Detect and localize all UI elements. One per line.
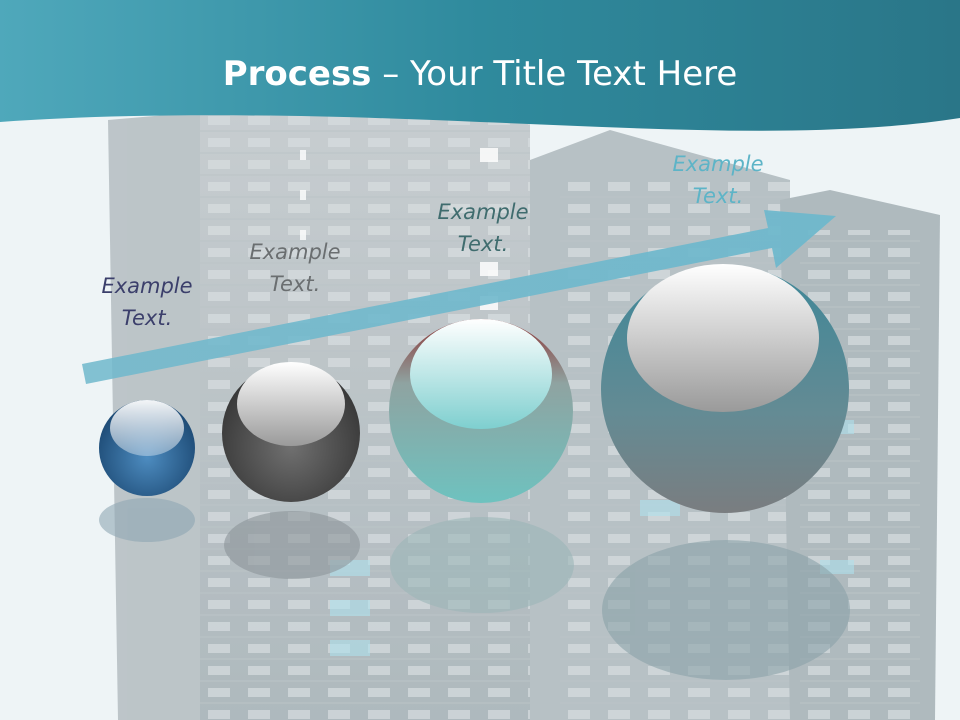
step-2-label: Example Text. <box>230 236 360 300</box>
step-1-label-line1: Example <box>101 274 193 298</box>
sphere-reflections <box>99 498 850 680</box>
sphere-step-2 <box>222 362 360 502</box>
sphere-step-1 <box>99 400 195 496</box>
title-bold: Process <box>222 54 372 94</box>
sphere-step-4 <box>601 264 849 513</box>
step-3-label: Example Text. <box>418 196 548 260</box>
step-3-label-line2: Text. <box>457 232 509 256</box>
step-3-label-line1: Example <box>437 200 529 224</box>
header-banner <box>0 0 960 131</box>
step-1-label: Example Text. <box>82 270 212 334</box>
slide-title: Process – Your Title Text Here <box>0 52 960 96</box>
step-4-label-line2: Text. <box>692 184 744 208</box>
step-2-label-line1: Example <box>249 240 341 264</box>
progress-arrow <box>82 210 836 384</box>
step-1-label-line2: Text. <box>121 306 173 330</box>
step-4-label-line1: Example <box>672 152 764 176</box>
title-rest: – Your Title Text Here <box>371 54 738 94</box>
step-4-label: Example Text. <box>653 148 783 212</box>
step-2-label-line2: Text. <box>269 272 321 296</box>
sphere-step-3 <box>389 319 573 503</box>
